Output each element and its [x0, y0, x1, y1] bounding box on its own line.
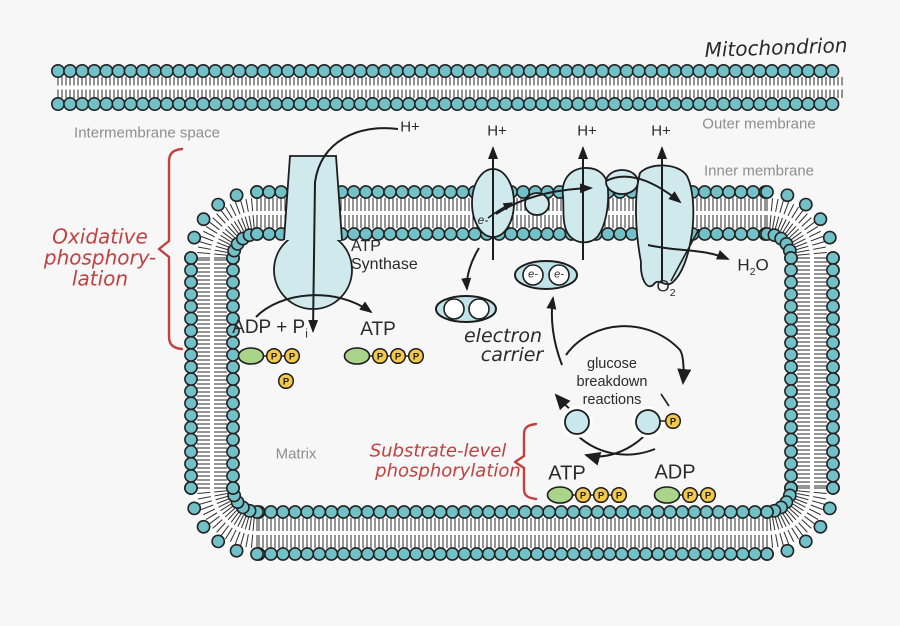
- electron-label-carrier-2: e-: [554, 268, 564, 281]
- cycle-link-line: [660, 393, 670, 407]
- electron-label-complex1: e-: [477, 213, 489, 228]
- phosphate-transfer-arrow: [584, 431, 649, 466]
- oxidative-bracket: [157, 147, 184, 351]
- annotation-brackets: [157, 147, 538, 501]
- adp-pi-label: ADP + Pi: [232, 316, 308, 341]
- svg-text:P: P: [271, 351, 278, 362]
- complex-4: [635, 164, 695, 288]
- h-plus-label-synthase: H+: [400, 118, 420, 136]
- electron-carrier-label-line1: electron: [463, 325, 543, 348]
- oxygen-line: [670, 228, 700, 282]
- electron-label-carrier-1: e-: [528, 268, 538, 281]
- svg-text:P: P: [377, 351, 384, 362]
- atp-synthase-label: ATP Synthase: [351, 238, 418, 273]
- atp-synthase-stalk: [284, 156, 342, 240]
- electron-path-arrow-2: [605, 175, 682, 204]
- water-arrow: [647, 244, 730, 260]
- svg-text:P: P: [705, 490, 712, 501]
- h-plus-label-3: H+: [651, 122, 671, 140]
- cytochrome-c: [605, 169, 639, 195]
- adp-label-bottom: ADP: [654, 461, 696, 484]
- outer-membrane-label: Outer membrane: [702, 115, 816, 133]
- outer-membrane-bilayer: [50, 64, 843, 112]
- substrate-level-annotation-line2: phosphorylation: [375, 460, 521, 482]
- intermembrane-space-label: Intermembrane space: [74, 124, 220, 142]
- electron-path-arrow-1: [495, 183, 593, 215]
- svg-text:P: P: [616, 490, 623, 501]
- matrix-label: Matrix: [275, 445, 317, 463]
- electron-hop-arrow: [487, 202, 514, 219]
- svg-text:P: P: [395, 351, 402, 362]
- inner-membrane-label: Inner membrane: [703, 162, 815, 180]
- carrier-drop-arrow: [461, 247, 480, 291]
- h-plus-label-1: H+: [487, 122, 507, 140]
- atp-label-bottom: ATP: [548, 462, 586, 485]
- adp-to-atp-arrow: [255, 294, 373, 318]
- svg-text:P: P: [413, 351, 420, 362]
- oxygen-label: O2: [656, 276, 676, 300]
- svg-text:P: P: [580, 490, 587, 501]
- svg-text:P: P: [283, 376, 290, 387]
- adp-return-curve: [577, 435, 656, 456]
- atp-label-synthase: ATP: [360, 319, 396, 341]
- carrier-feed-arrow: [546, 296, 563, 366]
- cycle-top-arrow: [565, 325, 692, 385]
- glucose-breakdown-label: glucose breakdown reactions: [576, 356, 648, 408]
- svg-text:P: P: [687, 490, 694, 501]
- glucose-cycle-metabolites: P: [561, 406, 682, 438]
- proton-flow-arrow: [308, 127, 399, 333]
- electron-carriers: [435, 260, 578, 323]
- oxidative-phosphorylation-annotation: Oxidative phosphory- lation: [43, 224, 157, 291]
- svg-text:P: P: [598, 490, 605, 501]
- svg-text:P: P: [289, 351, 296, 362]
- svg-text:P: P: [670, 416, 677, 427]
- substrate-bracket: [513, 422, 538, 501]
- electron-carrier-label-line2: carrier: [480, 344, 544, 367]
- arrows: [255, 127, 730, 466]
- inner-membrane-bilayer: [184, 185, 840, 561]
- h-plus-label-2: H+: [577, 122, 597, 140]
- substrate-level-annotation-line1: Substrate-level: [369, 440, 507, 462]
- water-label: H2O: [737, 255, 769, 279]
- complex-3: [561, 167, 610, 244]
